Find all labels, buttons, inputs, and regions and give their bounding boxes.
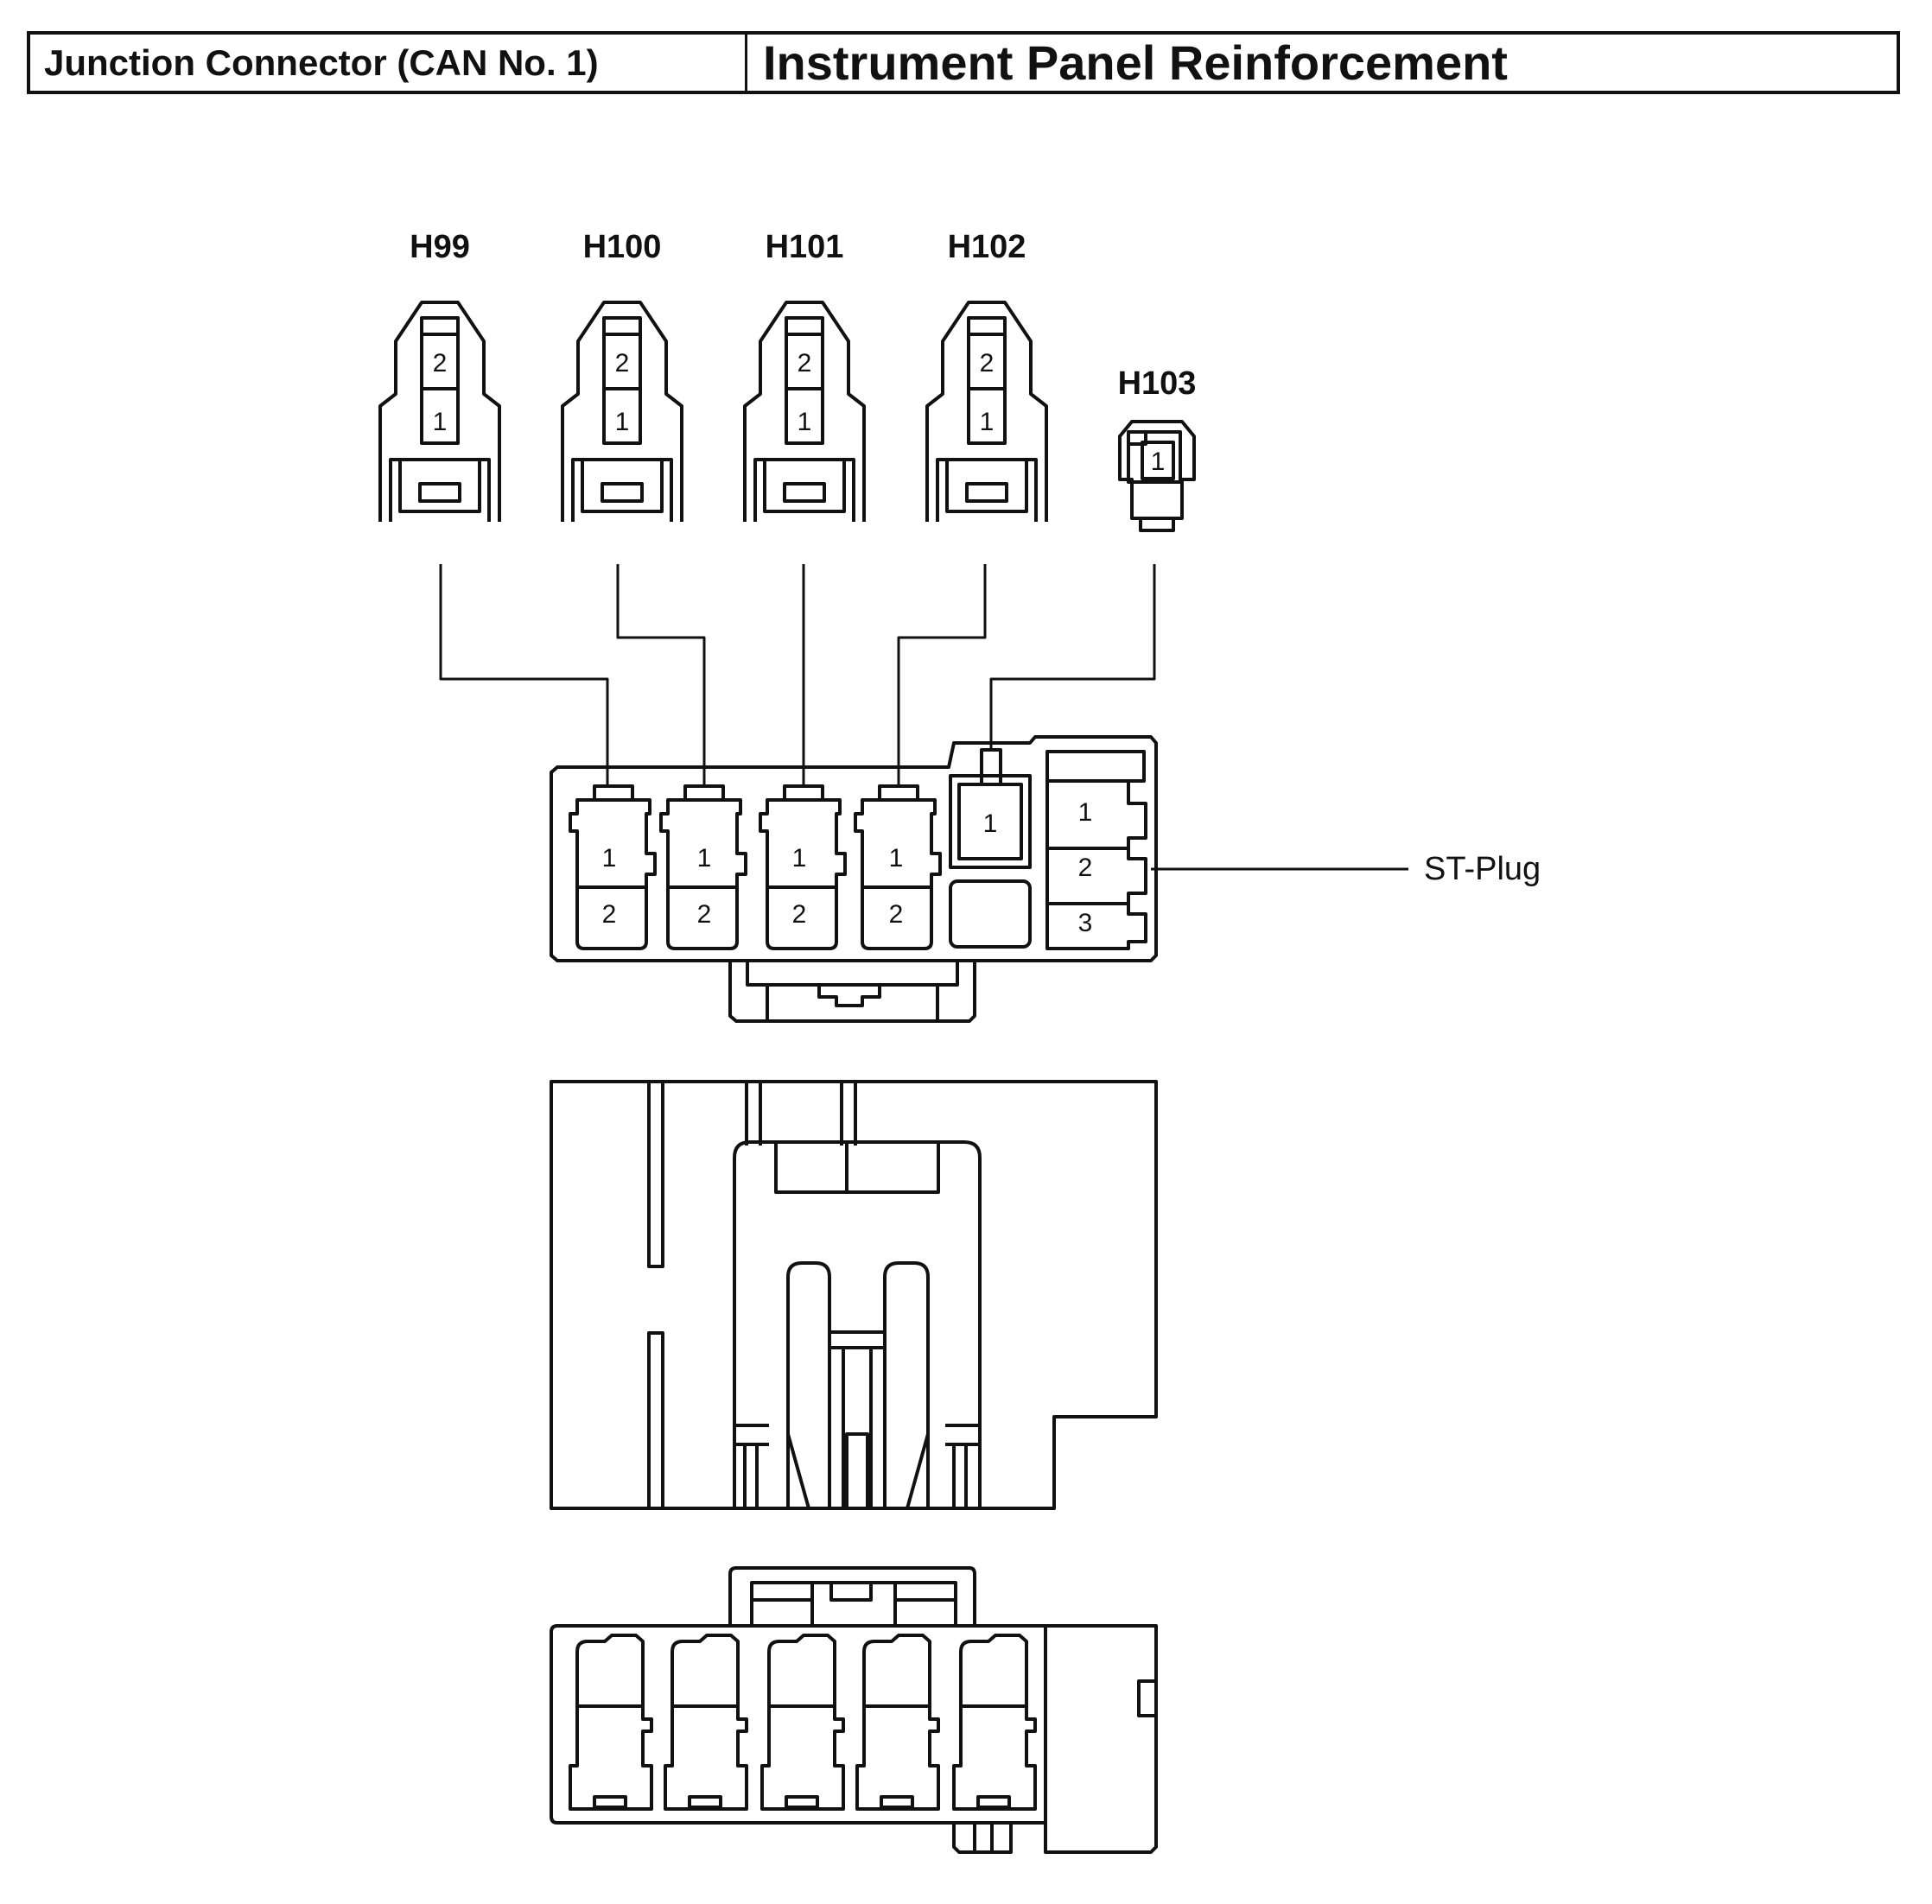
connector-name: Junction Connector (CAN No. 1) [30,35,747,91]
location-name: Instrument Panel Reinforcement [763,35,1508,90]
h103-pin-1: 1 [1151,447,1166,476]
wiring [439,564,1408,871]
h102-pin-2: 2 [980,349,995,378]
label-h103: H103 [1118,365,1197,402]
h99-pin-1: 1 [433,408,448,436]
junction-block-front [550,735,1158,1023]
mating-pin-numbers: 2 1 2 1 2 1 2 1 1 [433,349,1166,476]
header-table: Junction Connector (CAN No. 1) Instrumen… [27,31,1900,94]
h100-pin-1: 1 [615,408,630,436]
connector-h100 [561,301,683,522]
st-plug-pin-1: 1 [1078,798,1093,827]
cavity-1-pin-2: 2 [602,900,617,929]
rear-cavity-1 [569,1634,653,1811]
cavity-4-pin-2: 2 [889,900,904,929]
junction-block-top [550,1080,1158,1510]
connector-h99 [378,301,501,522]
cavity-3 [759,784,847,950]
connector-h101 [743,301,866,522]
connector-h102 [925,301,1048,522]
st-plug-pin-3: 3 [1078,909,1093,937]
cavity-5-pin-1: 1 [983,809,998,838]
st-plug [1045,750,1147,950]
rear-cavity-3 [760,1634,845,1811]
junction-pin-numbers: 1 2 1 2 1 2 1 2 1 1 2 3 [602,798,1093,937]
rear-cavity-2 [664,1634,748,1811]
connector-h103 [1118,420,1196,532]
cavity-1-pin-1: 1 [602,844,617,873]
cavity-5 [949,748,1032,949]
label-h101: H101 [766,229,844,265]
label-h102: H102 [948,229,1026,265]
cavity-2-pin-2: 2 [697,900,712,929]
st-plug-pin-2: 2 [1078,854,1093,882]
cavity-2 [659,784,747,950]
cavity-3-pin-2: 2 [792,900,807,929]
cavity-2-pin-1: 1 [697,844,712,873]
junction-block-rear [550,1566,1158,1854]
connector-labels: H99 H100 H101 H102 H103 [410,229,1196,402]
h99-pin-2: 2 [433,349,448,378]
rear-cavity-4 [855,1634,940,1811]
cavity-1 [569,784,657,950]
h100-pin-2: 2 [615,349,630,378]
cavity-4 [854,784,942,950]
h101-pin-1: 1 [798,408,812,436]
rear-cavity-5 [952,1634,1037,1811]
cavity-4-pin-1: 1 [889,844,904,873]
label-h100: H100 [583,229,662,265]
h101-pin-2: 2 [798,349,812,378]
cavity-3-pin-1: 1 [792,844,807,873]
st-plug-label: ST-Plug [1424,851,1541,887]
h102-pin-1: 1 [980,408,995,436]
label-h99: H99 [410,229,470,265]
